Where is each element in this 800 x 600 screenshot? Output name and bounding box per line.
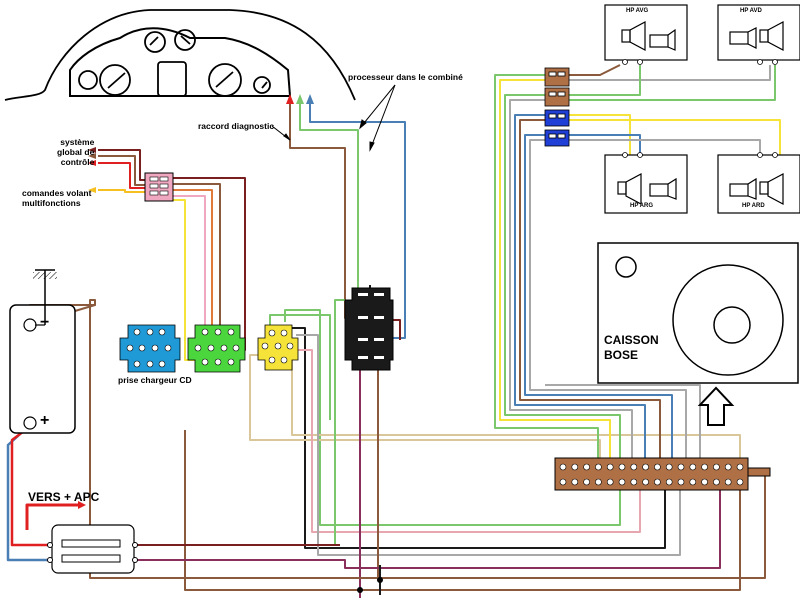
label-prise-chargeur: prise chargeur CD bbox=[118, 375, 192, 385]
terminal-hole bbox=[654, 463, 661, 471]
label-hp-avd: HP AVD bbox=[740, 8, 762, 14]
terminal-hole bbox=[630, 463, 638, 471]
gauge-left bbox=[99, 64, 131, 96]
label-hp-arg: HP ARG bbox=[630, 203, 654, 209]
terminal-hole bbox=[689, 463, 697, 471]
label-caisson-bose: CAISSON BOSE bbox=[604, 333, 659, 362]
label-processeur: processeur dans le combiné bbox=[348, 72, 463, 82]
yellow-connector bbox=[257, 324, 299, 371]
terminal-hole bbox=[736, 463, 744, 471]
terminal-hole bbox=[583, 478, 590, 486]
terminal-hole bbox=[713, 463, 720, 471]
wire-diag-green bbox=[299, 103, 359, 290]
wire-diag-brown bbox=[289, 103, 360, 319]
terminal-hole bbox=[618, 478, 626, 486]
apc-arrow bbox=[78, 501, 86, 509]
terminal-hole bbox=[701, 478, 708, 486]
terminal-hole bbox=[736, 478, 744, 486]
speaker-connectors bbox=[544, 67, 570, 147]
label-hp-ard: HP ARD bbox=[742, 203, 765, 209]
terminal-hole bbox=[583, 463, 590, 471]
black-connector bbox=[344, 287, 394, 371]
terminal-hole bbox=[606, 463, 614, 471]
terminal-hole bbox=[677, 478, 685, 486]
terminal-hole bbox=[642, 463, 649, 471]
terminal-hole bbox=[724, 478, 732, 486]
gauge-top-right bbox=[174, 29, 196, 51]
terminal-hole bbox=[595, 463, 602, 471]
label-commandes-volant: comandes volant multifonctions bbox=[22, 188, 92, 208]
label-raccord-diagnostic: raccord diagnostic bbox=[198, 121, 275, 131]
terminal-hole bbox=[689, 478, 697, 486]
terminal-hole bbox=[677, 463, 685, 471]
gauge-right bbox=[208, 63, 242, 97]
terminal-hole bbox=[606, 478, 614, 486]
speaker-avg bbox=[604, 4, 688, 61]
green-connector bbox=[187, 324, 246, 373]
fuse-box bbox=[47, 524, 138, 574]
label-vers-apc: VERS + APC bbox=[28, 490, 100, 504]
blue-cd-connector bbox=[119, 324, 181, 373]
terminal-hole bbox=[571, 478, 579, 486]
terminal-hole bbox=[713, 478, 720, 486]
diagnostic-arrows bbox=[88, 94, 314, 193]
up-arrow bbox=[697, 386, 735, 426]
terminal-hole bbox=[701, 463, 708, 471]
battery bbox=[9, 269, 76, 434]
terminal-hole bbox=[571, 463, 579, 471]
label-hp-avg: HP AVG bbox=[626, 8, 649, 14]
gauge-top-left bbox=[144, 31, 166, 53]
terminal-hole bbox=[618, 463, 626, 471]
pink-connector bbox=[144, 172, 174, 202]
terminal-hole bbox=[642, 478, 649, 486]
terminal-hole bbox=[559, 478, 567, 486]
subwoofer-box bbox=[597, 242, 799, 384]
battery-plus: + bbox=[40, 412, 50, 429]
battery-minus: − bbox=[40, 314, 50, 331]
terminal-hole bbox=[724, 463, 732, 471]
terminal-hole bbox=[654, 478, 661, 486]
label-systeme-global: système global de contrôle bbox=[57, 137, 95, 167]
wire-diag-blue bbox=[309, 103, 406, 339]
instrument-cluster bbox=[4, 9, 356, 101]
terminal-hole bbox=[665, 463, 673, 471]
terminal-hole bbox=[665, 478, 673, 486]
terminal-hole bbox=[630, 478, 638, 486]
terminal-block bbox=[554, 457, 771, 491]
terminal-hole bbox=[595, 478, 602, 486]
terminal-hole bbox=[559, 463, 567, 471]
speaker-arg bbox=[604, 154, 688, 214]
